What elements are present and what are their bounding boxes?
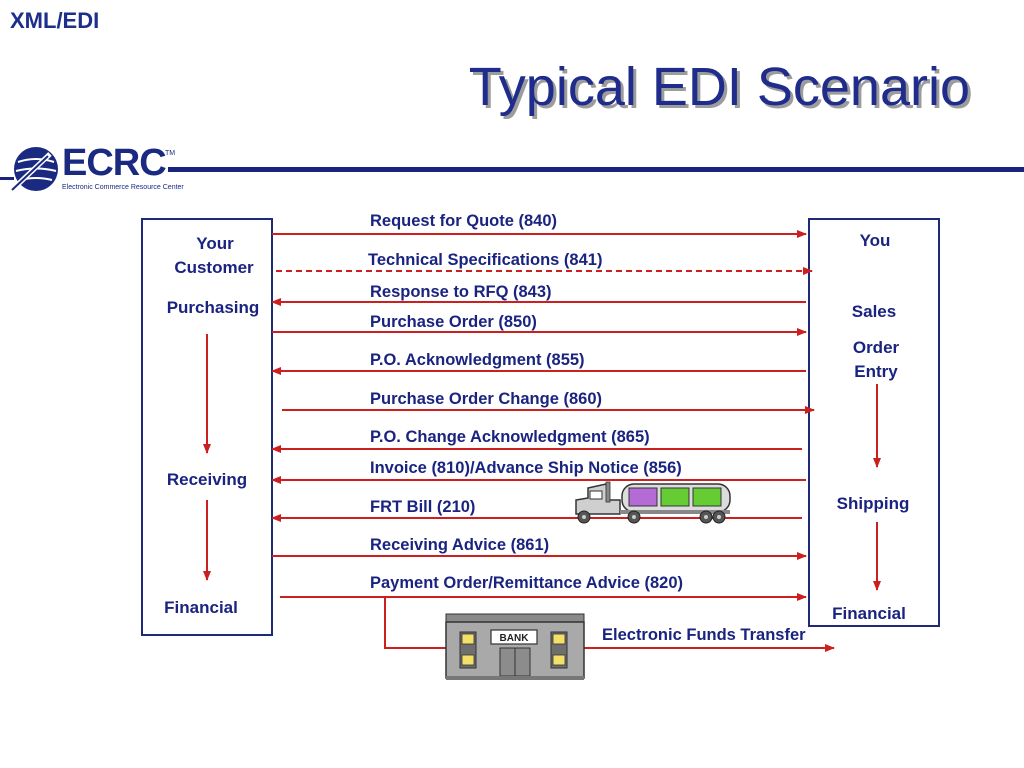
message-label-frt-bill: FRT Bill (210) xyxy=(370,498,476,516)
you-financial: Financial xyxy=(832,604,906,623)
message-label-purchase-order: Purchase Order (850) xyxy=(370,313,537,331)
eft-label: Electronic Funds Transfer xyxy=(602,626,806,644)
header-rule-left xyxy=(0,177,14,180)
ecrc-logo: ECRC xyxy=(62,142,167,184)
bank-sign: BANK xyxy=(500,633,530,644)
message-label-payment-order: Payment Order/Remittance Advice (820) xyxy=(370,574,684,592)
ecrc-globe-icon xyxy=(11,147,58,191)
header-rule xyxy=(168,167,1024,172)
message-label-invoice-asn: Invoice (810)/Advance Ship Notice (856) xyxy=(370,459,682,477)
you-order-line1: Order xyxy=(852,338,900,357)
message-label-rfq-response: Response to RFQ (843) xyxy=(370,283,552,301)
page-title: Typical EDI Scenario xyxy=(468,57,970,117)
customer-heading-line1: Your xyxy=(196,234,234,253)
message-label-rfq: Request for Quote (840) xyxy=(370,212,558,230)
header-tag: XML/EDI xyxy=(10,8,100,33)
you-shipping: Shipping xyxy=(836,494,910,513)
logo-tm: TM xyxy=(165,150,176,157)
you-order-line2: Entry xyxy=(854,362,898,381)
logo-subtitle: Electronic Commerce Resource Center xyxy=(62,184,184,191)
message-label-po-change-ack: P.O. Change Acknowledgment (865) xyxy=(370,428,650,446)
message-label-po-change: Purchase Order Change (860) xyxy=(370,390,602,408)
you-heading: You xyxy=(859,231,891,250)
message-label-receiving-advice: Receiving Advice (861) xyxy=(370,536,550,554)
you-sales: Sales xyxy=(851,302,897,321)
truck-icon xyxy=(575,481,731,524)
message-label-tech-specs: Technical Specifications (841) xyxy=(368,251,603,269)
bank-building-icon xyxy=(445,613,585,680)
arrow-eft xyxy=(384,597,835,652)
customer-financial: Financial xyxy=(164,598,238,617)
customer-receiving: Receiving xyxy=(166,470,248,489)
you-box xyxy=(808,218,940,627)
customer-purchasing: Purchasing xyxy=(166,298,260,317)
message-label-po-ack: P.O. Acknowledgment (855) xyxy=(370,351,585,369)
customer-heading-line2: Customer xyxy=(174,258,254,277)
